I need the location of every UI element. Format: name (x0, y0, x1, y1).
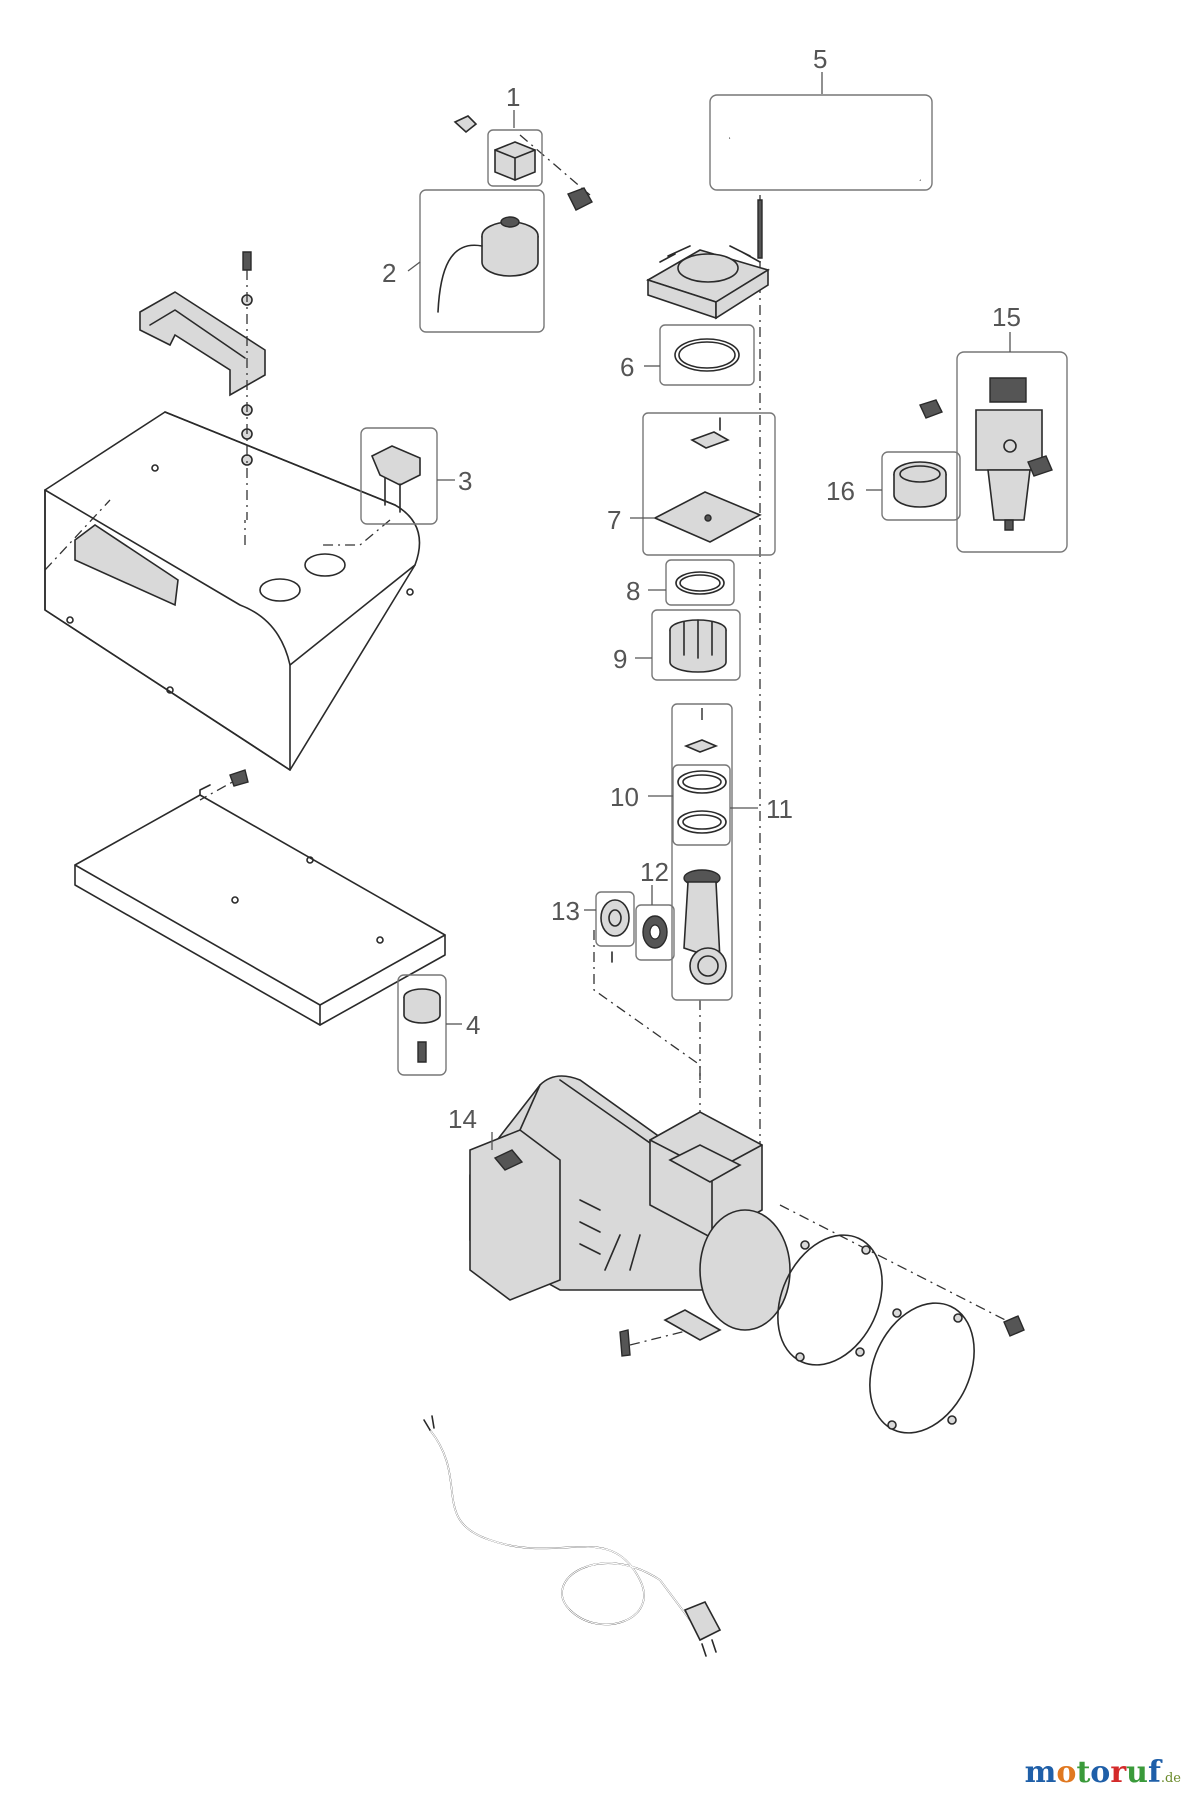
compressor-cover (44, 411, 421, 787)
callout-5: 5 (813, 44, 827, 74)
callout-4: 4 (466, 1010, 480, 1040)
callout-12: 12 (640, 857, 669, 887)
logo-letter: f (1147, 1755, 1161, 1790)
logo-letter: t (1076, 1755, 1091, 1790)
callout-16: 16 (826, 476, 855, 506)
assembly-axis-cover-front (44, 499, 111, 571)
cylinder-head (646, 199, 770, 320)
part-3-box (360, 427, 438, 525)
callout-10: 10 (610, 782, 639, 812)
part-14-motor (469, 1075, 791, 1357)
end-cover-gasket-2 (869, 1302, 975, 1434)
part-13-box (595, 891, 635, 947)
end-cover-screw (1003, 1315, 1025, 1337)
part-11-conrod-assembly (671, 703, 733, 1001)
part-12-box (635, 904, 675, 961)
part-10-box (672, 764, 731, 846)
part-8-seal (665, 559, 735, 606)
carry-handle (139, 251, 266, 520)
part-13-eccentric (595, 891, 635, 963)
part-4-box (397, 974, 447, 1076)
part-4-rubber-foot (397, 974, 447, 1076)
callout-15: 15 (992, 302, 1021, 332)
assembly-axis-gaskets (779, 1204, 1016, 1326)
part-10-piston-rings (672, 764, 731, 846)
part-1-box (487, 129, 543, 187)
logo-letter: o (1090, 1755, 1111, 1790)
logo-suffix: .de (1160, 1771, 1181, 1786)
part-3-clip (360, 427, 438, 525)
logo-letter: m (1024, 1755, 1057, 1790)
callout-2: 2 (382, 258, 396, 288)
callout-7: 7 (607, 505, 621, 535)
part-9-box (651, 609, 741, 681)
part-12-bearing (635, 904, 675, 961)
part-8-box (665, 559, 735, 606)
part-7-box (642, 412, 776, 556)
part-5-tube (709, 94, 933, 191)
assembly-axis-foot-screw (629, 1329, 691, 1346)
logo-letter: o (1056, 1755, 1077, 1790)
part-6-oring (659, 324, 755, 386)
assembly-axis-head-top (519, 134, 591, 196)
part-15-filter-regulator (919, 351, 1068, 553)
callout-13: 13 (551, 896, 580, 926)
part-11-box (671, 703, 733, 1001)
part-1-valve (453, 115, 593, 211)
part-16-box (881, 451, 961, 521)
part-5-box (709, 94, 933, 191)
logo-letter: u (1126, 1755, 1148, 1790)
logo-letter: r (1110, 1755, 1127, 1790)
assembly-axis-crank (593, 930, 701, 1080)
part-7-valve-plate (642, 412, 776, 556)
callout-3: 3 (458, 466, 472, 496)
logo-wordmark: motoruf (1025, 1755, 1161, 1790)
callout-11: 11 (766, 794, 793, 824)
callout-8: 8 (626, 576, 640, 606)
part-6-box (659, 324, 755, 386)
callout-6: 6 (620, 352, 634, 382)
power-cord (423, 1415, 722, 1657)
callout-14: 14 (448, 1104, 477, 1134)
brand-logo: motoruf.de (1025, 1755, 1181, 1790)
part-2-capacitor (419, 189, 545, 333)
part-2-box (419, 189, 545, 333)
callout-9: 9 (613, 644, 627, 674)
callout-1: 1 (506, 82, 520, 112)
part-9-cylinder (651, 609, 741, 681)
base-plate (74, 784, 446, 1026)
conrod (683, 869, 727, 985)
end-cover-gasket-1 (777, 1234, 883, 1366)
part-16-gauge (881, 451, 961, 521)
